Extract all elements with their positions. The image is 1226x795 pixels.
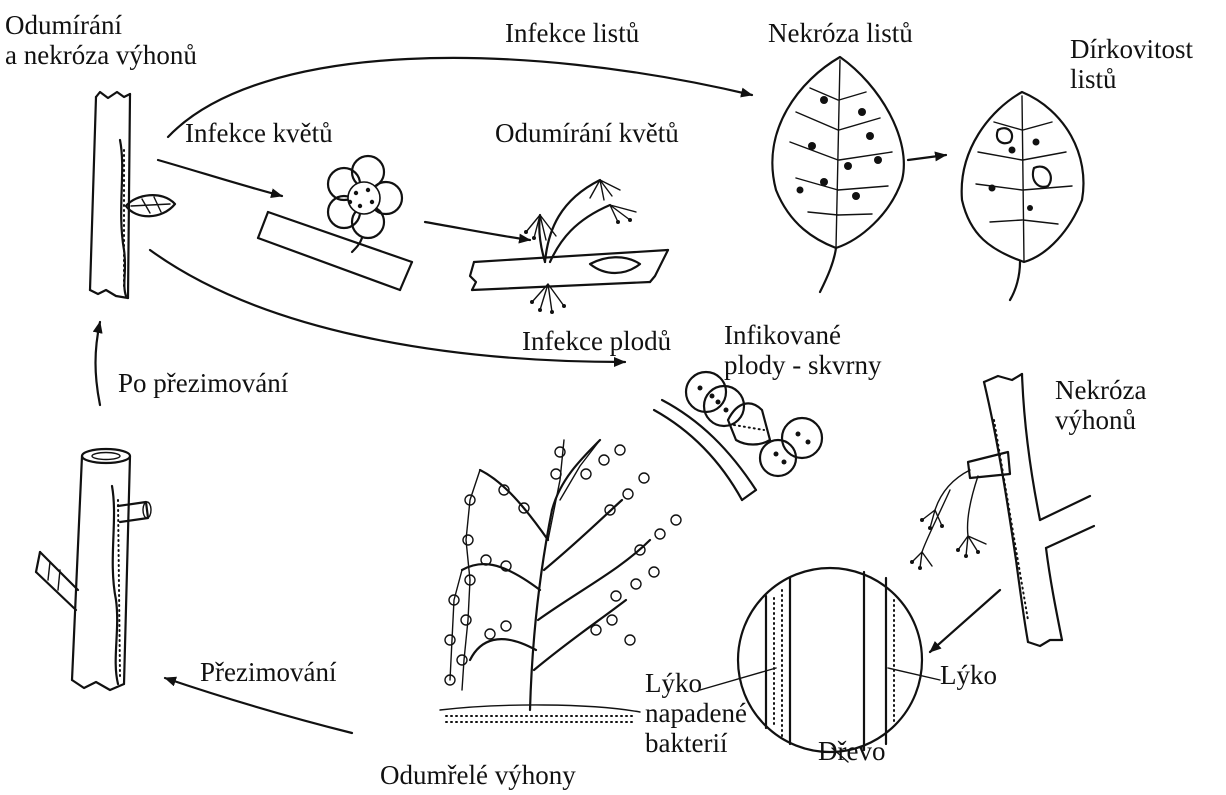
infected-fruits-drawing — [654, 372, 822, 500]
flower-on-twig-drawing — [258, 156, 412, 290]
label-overwintering: Přezimování — [200, 657, 336, 687]
label-shoot-dieback-line1: Odumírání — [5, 10, 197, 40]
label-shoot-dieback: Odumírání a nekróza výhonů — [5, 10, 197, 70]
arrow-shoot-to-phloem — [930, 590, 1000, 652]
label-leaf-infection: Infekce listů — [505, 18, 639, 48]
label-leaf-holes: Dírkovitost listů — [1070, 34, 1193, 94]
arrow-after-overwintering — [96, 322, 101, 405]
label-shoot-necrosis-line2: výhonů — [1055, 405, 1146, 435]
label-fruit-infection: Infekce plodů — [522, 326, 671, 356]
label-leaf-necrosis: Nekróza listů — [768, 18, 913, 48]
top-left-shoot-drawing — [90, 92, 175, 298]
label-phloem-infected-line1: Lýko — [645, 668, 747, 698]
label-shoot-necrosis: Nekróza výhonů — [1055, 375, 1146, 435]
holed-leaf-drawing — [962, 92, 1084, 300]
arrow-flower-infection — [158, 160, 282, 196]
arrow-flower-dieback — [425, 222, 530, 240]
label-leaf-holes-line1: Dírkovitost — [1070, 34, 1193, 64]
label-infected-fruits-line2: plody - skvrny — [724, 350, 882, 380]
label-wood: Dřevo — [818, 736, 885, 766]
label-phloem-infected-line3: bakterií — [645, 728, 747, 758]
label-infected-fruits-line1: Infikované — [724, 320, 882, 350]
label-dead-shoots: Odumřelé výhony — [380, 760, 576, 790]
label-phloem-infected-line2: napadené — [645, 698, 747, 728]
label-after-overwintering: Po přezimování — [118, 368, 288, 398]
necrotic-leaf-drawing — [772, 57, 903, 292]
overwintering-stem-drawing — [36, 449, 151, 690]
label-shoot-dieback-line2: a nekróza výhonů — [5, 40, 197, 70]
label-phloem-infected: Lýko napadené bakterií — [645, 668, 747, 758]
label-infected-fruits: Infikované plody - skvrny — [724, 320, 882, 380]
wilted-flowers-twig-drawing — [470, 180, 668, 314]
label-flower-dieback: Odumírání květů — [495, 118, 679, 148]
label-leaf-holes-line2: listů — [1070, 64, 1193, 94]
label-phloem: Lýko — [940, 660, 997, 690]
arrow-leaf-holes — [908, 155, 946, 160]
label-shoot-necrosis-line1: Nekróza — [1055, 375, 1146, 405]
label-flower-infection: Infekce květů — [185, 118, 333, 148]
